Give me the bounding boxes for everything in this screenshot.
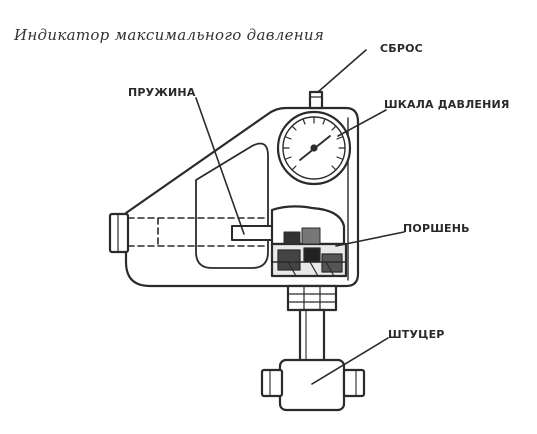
piston-mechanism: [270, 205, 348, 278]
label-reset: СБРОС: [380, 42, 423, 55]
body-window: [195, 142, 269, 269]
stem: [298, 308, 326, 364]
leader-piston: [335, 231, 405, 247]
label-piston: ПОРШЕНЬ: [403, 222, 470, 235]
indicator-body: [124, 106, 360, 288]
label-fitting: ШТУЦЕР: [388, 328, 445, 341]
label-pressure-scale: ШКАЛА ДАВЛЕНИЯ: [384, 98, 510, 111]
diagram-title: Индикатор максимального давления: [14, 26, 325, 44]
leader-spring: [195, 97, 245, 235]
fitting-right-end: [342, 368, 366, 398]
leader-pressure-scale: [337, 109, 387, 137]
reset-button: [308, 90, 324, 110]
label-spring: ПРУЖИНА: [128, 86, 196, 99]
leader-fitting: [311, 337, 389, 385]
fitting-body: [278, 358, 346, 412]
left-cap: [108, 212, 130, 254]
leader-reset: [317, 49, 367, 93]
hex-nut: [286, 284, 338, 312]
fitting-left-end: [260, 368, 284, 398]
gauge-ticks: [282, 116, 346, 171]
